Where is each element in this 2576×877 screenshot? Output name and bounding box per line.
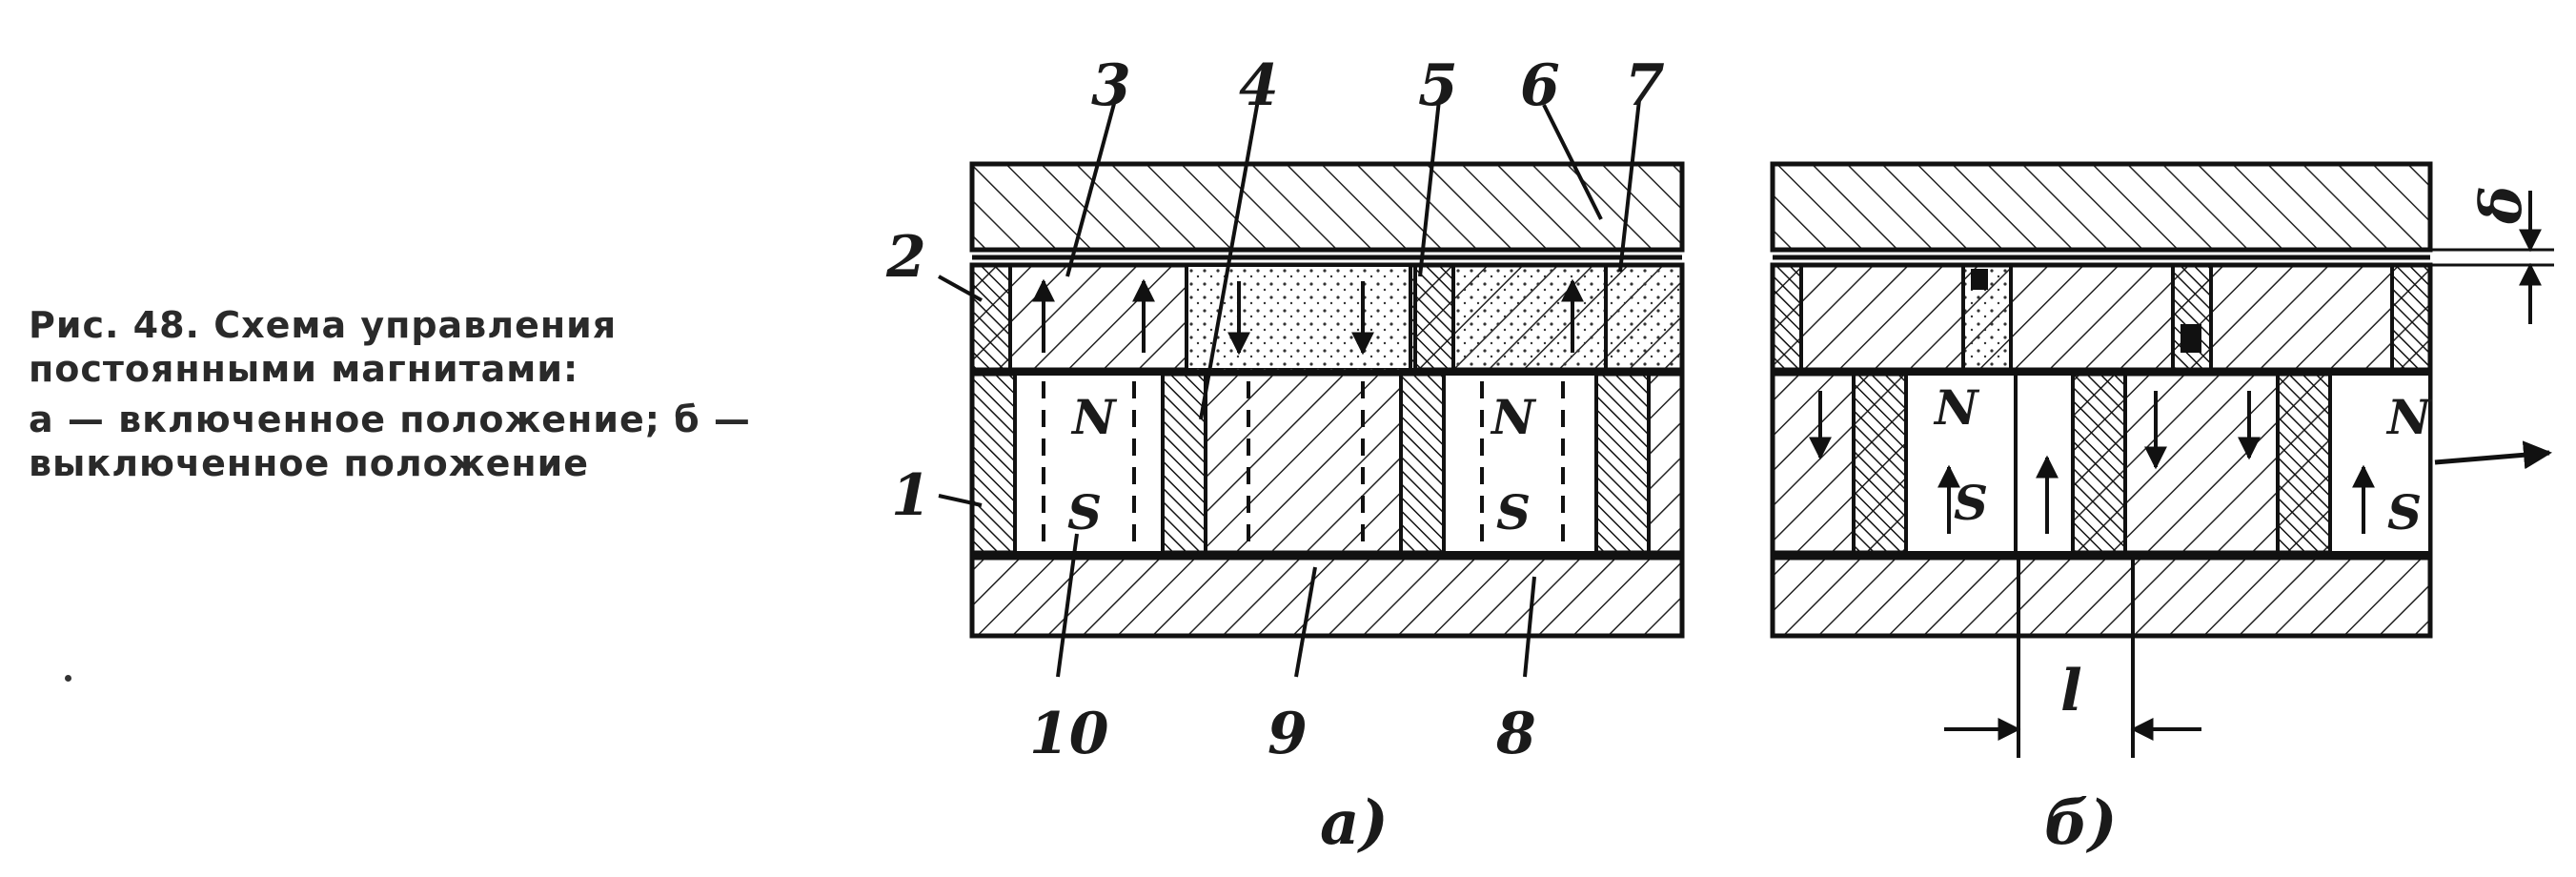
caption-title: Рис. 48. Схема управления постоянными ма… (29, 304, 618, 391)
diagram-a: N S N S 3 4 5 6 7 2 1 10 9 8 а) (885, 52, 1685, 859)
pole-s-b2: S (2387, 484, 2422, 540)
pole-n-b2: N (2385, 389, 2433, 445)
top-plate-b (1770, 161, 2433, 253)
label-8: 8 (1495, 701, 1536, 767)
label-5: 5 (1418, 52, 1458, 119)
top-plate-a (969, 161, 1685, 253)
diagram-b: N S N S δ l б) (1770, 161, 2554, 859)
pole-n-right-a: N (1490, 389, 1537, 445)
pole-s-b1: S (1954, 475, 1988, 531)
label-7: 7 (1625, 52, 1665, 119)
dimension-l: l (2060, 658, 2082, 724)
figure-caption: Рис. 48. Схема управления постоянными ма… (29, 303, 753, 491)
label-1: 1 (891, 462, 931, 529)
stray-dot (65, 675, 71, 682)
label-3: 3 (1091, 52, 1131, 119)
bottom-plate-a (969, 555, 1685, 639)
caption-a: а) (1320, 787, 1389, 859)
pole-s-right-a: S (1496, 484, 1531, 540)
label-4: 4 (1239, 52, 1279, 119)
pole-n-left-a: N (1070, 389, 1118, 445)
bottom-plate-b (1770, 555, 2433, 639)
caption-b: б) (2044, 787, 2118, 859)
dimension-delta: δ (2468, 186, 2535, 225)
caption-text: а — включенное положение; б — выключенно… (29, 398, 751, 485)
upper-row-b (1770, 262, 2433, 373)
label-9: 9 (1268, 701, 1308, 767)
label-2: 2 (885, 224, 926, 291)
pole-n-b1: N (1933, 379, 1980, 436)
label-6: 6 (1520, 52, 1560, 119)
label-10: 10 (1029, 701, 1109, 767)
pole-s-left-a: S (1067, 484, 1102, 540)
